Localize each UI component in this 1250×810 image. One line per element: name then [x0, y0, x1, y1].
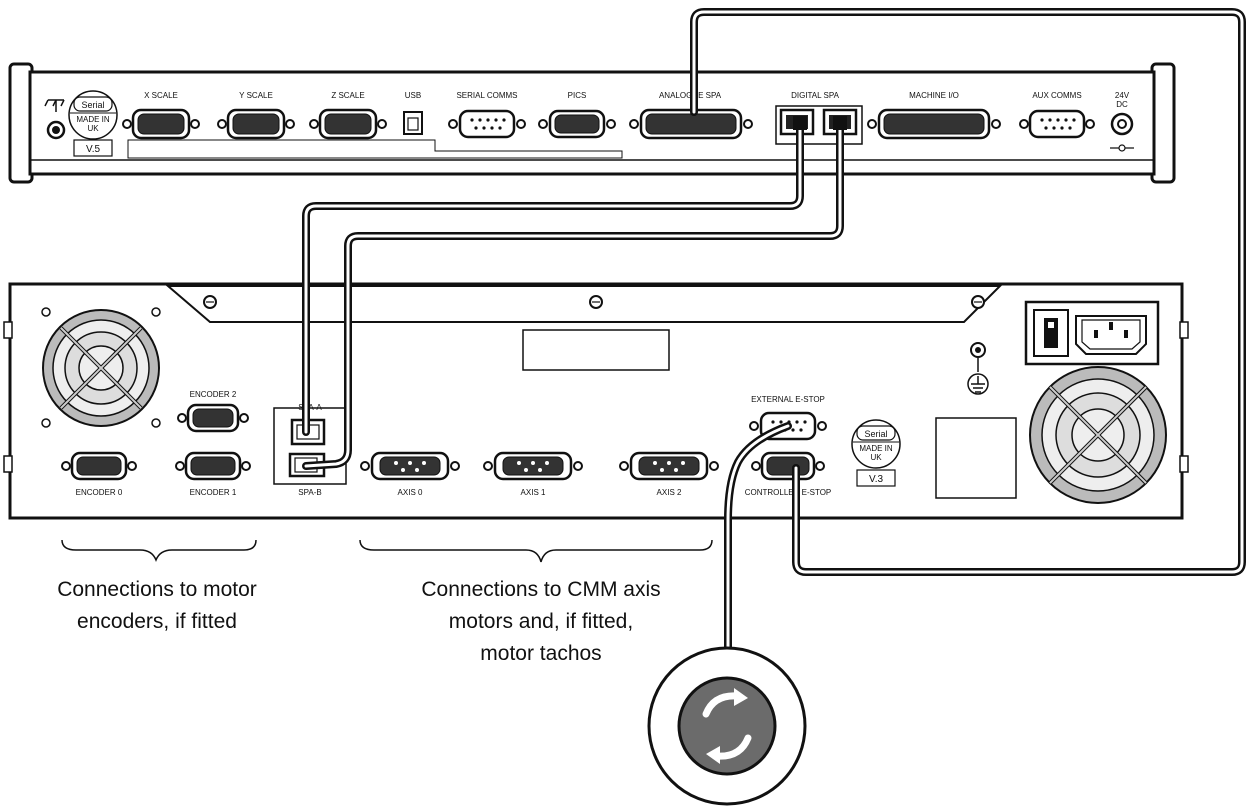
spa-a-label: SPA-A: [298, 403, 322, 412]
encoder-1-port[interactable]: ENCODER 1: [175, 451, 251, 497]
earth-stud: [970, 342, 986, 372]
label-window: [522, 329, 670, 371]
serial-comms-port[interactable]: SERIAL COMMS: [448, 91, 526, 139]
iec-power-socket[interactable]: [1075, 315, 1147, 355]
z-scale-label: Z SCALE: [331, 91, 364, 100]
made-in-label: MADE IN: [859, 444, 893, 453]
axis-1-label: AXIS 1: [521, 488, 546, 497]
encoders-caption-line-1: Connections to motor: [57, 578, 257, 601]
y-scale-port[interactable]: Y SCALE: [217, 91, 295, 140]
axis-caption-line-2: motors and, if fitted,: [449, 610, 633, 633]
serial-label: Serial: [81, 100, 104, 110]
uk-label: UK: [870, 453, 882, 462]
serial-badge-top: Serial MADE IN UK V.5: [68, 90, 118, 157]
encoders-brace: [61, 539, 257, 563]
power-voltage-label: 24V: [1115, 91, 1130, 100]
aux-comms-port[interactable]: AUX COMMS: [1019, 91, 1095, 139]
spa-b-label: SPA-B: [298, 488, 321, 497]
axis-0-label: AXIS 0: [398, 488, 423, 497]
plug-digital-spa-a: [793, 116, 807, 130]
encoder-1-label: ENCODER 1: [190, 488, 237, 497]
power-24v-dc-port[interactable]: 24V DC: [1110, 91, 1134, 152]
z-scale-port[interactable]: Z SCALE: [309, 91, 387, 140]
right-fan-icon: [1029, 366, 1167, 504]
encoder-2-port[interactable]: ENCODER 2: [177, 390, 249, 433]
label-panel: [935, 417, 1017, 499]
screw-icon: [203, 295, 985, 309]
x-scale-label: X SCALE: [144, 91, 178, 100]
polarity-icon: [1110, 144, 1134, 152]
usb-port[interactable]: USB: [403, 91, 423, 135]
power-switch[interactable]: [1033, 309, 1069, 357]
axis-2-port[interactable]: AXIS 2: [619, 451, 719, 497]
axis-caption-line-3: motor tachos: [480, 642, 601, 665]
power-inlet-module[interactable]: [1024, 300, 1160, 366]
earth-icon: [967, 373, 989, 395]
version-label: V.3: [869, 474, 884, 485]
left-fan-icon: [41, 307, 161, 428]
serial-badge-bottom: Serial MADE IN UK V.3: [851, 419, 901, 487]
version-label: V.5: [86, 144, 101, 155]
digital-spa-ports[interactable]: DIGITAL SPA: [775, 91, 863, 145]
external-estop-label: EXTERNAL E-STOP: [751, 395, 825, 404]
plug-digital-spa-b: [833, 116, 847, 130]
top-controller-unit: Serial MADE IN UK V.5 X SCALE Y SCALE Z …: [8, 62, 1176, 184]
uk-label: UK: [87, 124, 99, 133]
top-plate: [165, 285, 1003, 323]
label-strip: [127, 139, 623, 159]
usb-label: USB: [405, 91, 421, 100]
axis-1-port[interactable]: AXIS 1: [483, 451, 583, 497]
y-scale-label: Y SCALE: [239, 91, 273, 100]
emergency-stop-button[interactable]: [647, 646, 807, 806]
axis-caption-line-1: Connections to CMM axis: [421, 578, 660, 601]
external-estop-port[interactable]: EXTERNAL E-STOP: [749, 395, 827, 441]
serial-label: Serial: [864, 429, 887, 439]
rotate-arrows-icon: [702, 688, 752, 764]
bottom-drive-unit: ENCODER 2 ENCODER 0 ENCODER 1 SPA-A: [3, 282, 1189, 520]
cables: [302, 8, 1246, 664]
made-in-label: MADE IN: [76, 115, 110, 124]
encoders-caption-line-2: encoders, if fitted: [77, 610, 237, 633]
controller-estop-label: CONTROLLER E-STOP: [745, 488, 832, 497]
ground-icon: [44, 99, 65, 112]
power-dc-label: DC: [1116, 100, 1128, 109]
aux-comms-label: AUX COMMS: [1032, 91, 1081, 100]
pics-port[interactable]: PICS: [538, 91, 616, 139]
x-scale-port[interactable]: X SCALE: [122, 91, 200, 140]
encoder-2-label: ENCODER 2: [190, 390, 237, 399]
axis-2-label: AXIS 2: [657, 488, 682, 497]
machine-io-port[interactable]: MACHINE I/O: [867, 91, 1001, 140]
serial-comms-label: SERIAL COMMS: [456, 91, 517, 100]
axis-0-port[interactable]: AXIS 0: [360, 451, 460, 497]
encoder-0-label: ENCODER 0: [76, 488, 123, 497]
encoder-0-port[interactable]: ENCODER 0: [61, 451, 137, 497]
digital-spa-label: DIGITAL SPA: [791, 91, 840, 100]
pics-label: PICS: [568, 91, 587, 100]
machine-io-label: MACHINE I/O: [909, 91, 959, 100]
axis-brace: [359, 539, 713, 563]
